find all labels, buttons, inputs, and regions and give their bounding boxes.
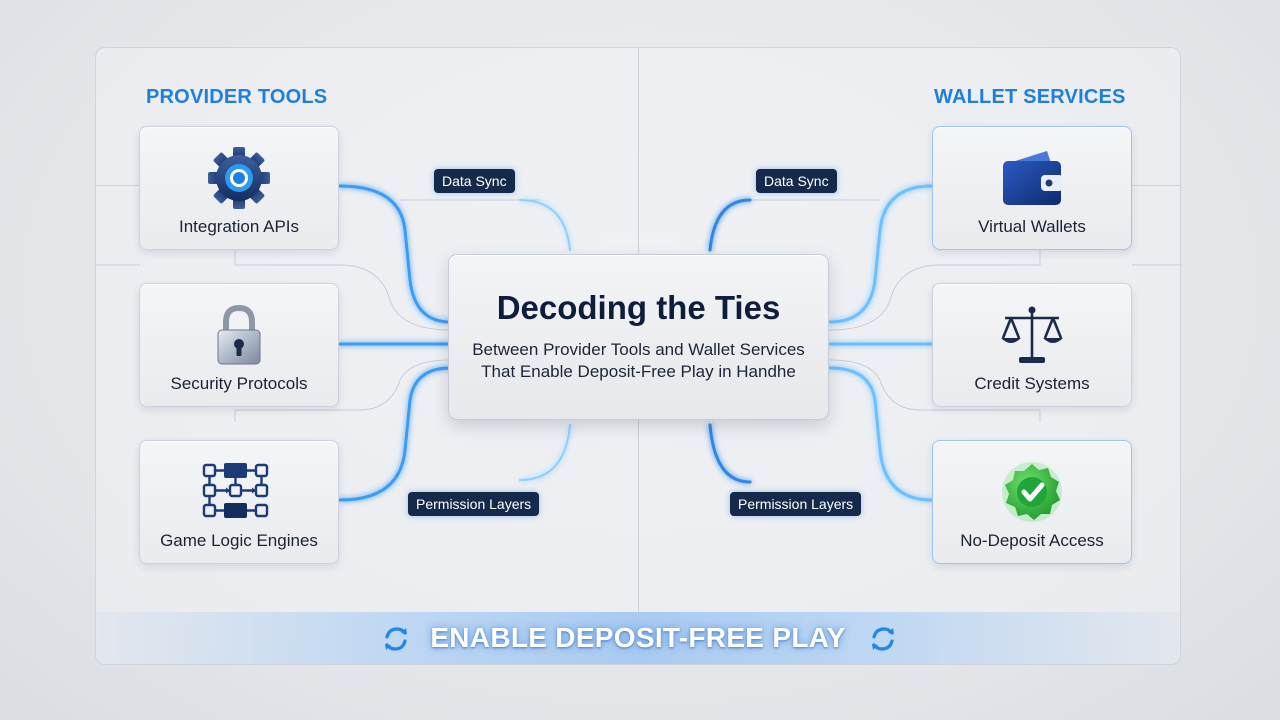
tag-permission-layers-right: Permission Layers [730, 492, 862, 516]
center-subtitle-line2: That Enable Deposit-Free Play in Handhe [481, 362, 796, 381]
center-subtitle: Between Provider Tools and Wallet Servic… [449, 339, 828, 383]
center-title: Decoding the Ties [496, 289, 781, 326]
tag-data-sync-left: Data Sync [434, 169, 515, 193]
card-label: Integration APIs [178, 217, 300, 236]
card-virtual-wallets[interactable]: Virtual Wallets [932, 126, 1132, 250]
wallet-icon [1003, 151, 1063, 205]
sync-arrows-icon [872, 627, 894, 651]
banner-text: ENABLE DEPOSIT-FREE PLAY [430, 622, 846, 653]
guide-line [95, 185, 140, 186]
padlock-icon [217, 304, 261, 365]
card-label: No-Deposit Access [960, 531, 1104, 550]
center-hub-card: Decoding the Ties Between Provider Tools… [448, 254, 829, 420]
sync-arrows-icon [385, 627, 407, 651]
guide-line [1132, 185, 1181, 186]
card-integration-apis[interactable]: Integration APIs [139, 126, 339, 250]
scales-icon [1001, 306, 1063, 363]
bottom-banner: ENABLE DEPOSIT-FREE PLAY [96, 612, 1180, 664]
card-label: Virtual Wallets [978, 217, 1086, 236]
card-label: Game Logic Engines [160, 531, 318, 550]
card-no-deposit-access[interactable]: No-Deposit Access [932, 440, 1132, 564]
gear-icon [208, 147, 270, 209]
flowchart-icon [202, 463, 269, 518]
tag-permission-layers-left: Permission Layers [408, 492, 540, 516]
checkmark-badge-icon [1002, 462, 1062, 522]
card-game-logic-engines[interactable]: Game Logic Engines [139, 440, 339, 564]
card-credit-systems[interactable]: Credit Systems [932, 283, 1132, 407]
tag-data-sync-right: Data Sync [756, 169, 837, 193]
provider-tools-title: PROVIDER TOOLS [146, 86, 328, 108]
card-security-protocols[interactable]: Security Protocols [139, 283, 339, 407]
card-label: Security Protocols [170, 374, 308, 393]
center-subtitle-line1: Between Provider Tools and Wallet Servic… [472, 340, 805, 359]
card-label: Credit Systems [974, 374, 1090, 393]
wallet-services-title: WALLET SERVICES [934, 86, 1126, 108]
